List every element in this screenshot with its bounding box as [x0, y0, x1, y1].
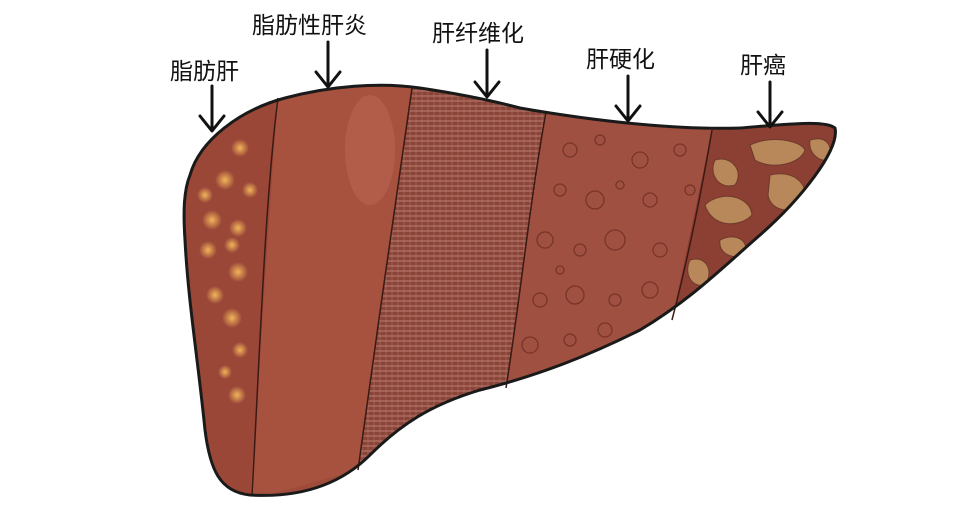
label-liver-cancer: 肝癌	[740, 53, 786, 79]
segment-dividers	[251, 87, 713, 496]
label-fibrosis: 肝纤维化	[432, 21, 524, 47]
arrow-down-icon	[473, 48, 501, 99]
segment-fibrosis	[358, 88, 546, 470]
arrow-down-icon	[614, 74, 642, 123]
label-steatohepatitis: 脂肪性肝炎	[252, 13, 367, 39]
arrow-down-icon	[198, 84, 226, 133]
arrow-down-icon	[314, 40, 342, 89]
label-cirrhosis: 肝硬化	[586, 47, 655, 73]
arrow-down-icon	[756, 80, 784, 129]
label-fatty-liver: 脂肪肝	[170, 59, 239, 85]
